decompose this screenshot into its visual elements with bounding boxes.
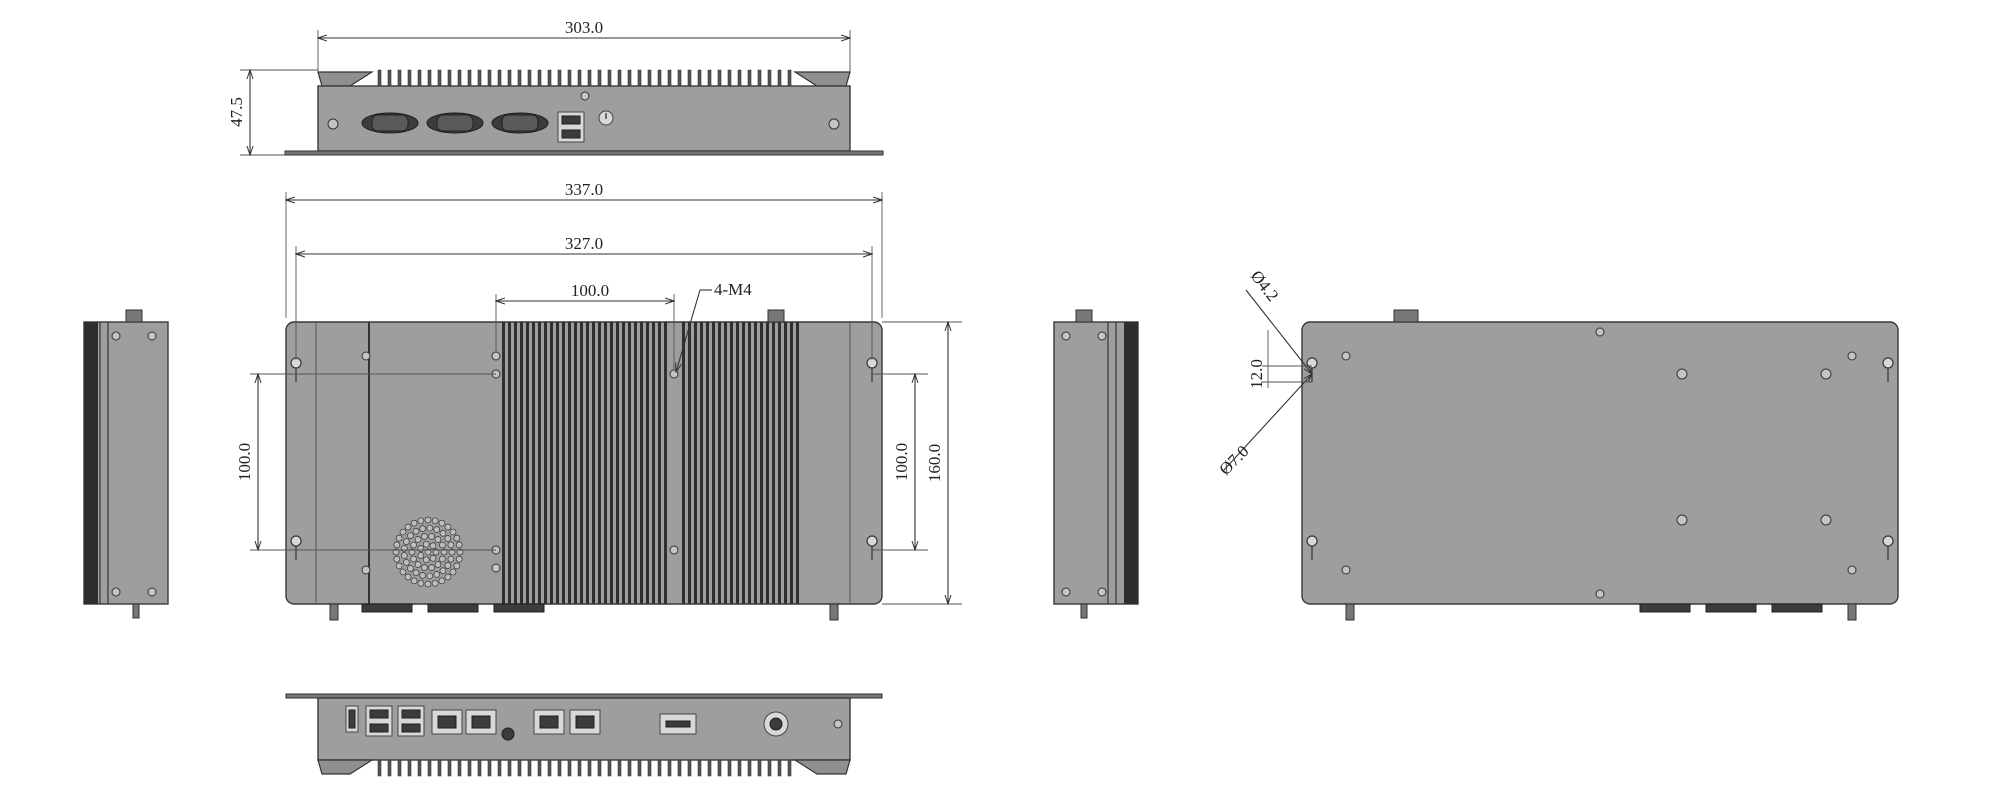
ethernet-port-3 bbox=[533, 709, 565, 735]
dim-hole-large: Ø7.0 bbox=[1215, 442, 1252, 479]
dim-mount-width: 327.0 bbox=[565, 234, 603, 253]
bottom-fins bbox=[377, 759, 792, 777]
front-view: 337.0 327.0 100.0 4-M4 100.0 100.0 160.0 bbox=[235, 180, 962, 621]
dim-overall-width: 337.0 bbox=[565, 180, 603, 199]
dim-top-height: 47.5 bbox=[227, 97, 246, 127]
ethernet-port-4 bbox=[569, 709, 601, 735]
heatsink-fins bbox=[502, 322, 799, 604]
dim-top-width: 303.0 bbox=[565, 18, 603, 37]
dim-screw-spacing: 100.0 bbox=[571, 281, 609, 300]
hdmi-port bbox=[345, 705, 359, 733]
label-screw-spec: 4-M4 bbox=[714, 280, 752, 299]
keyhole-slots bbox=[290, 357, 878, 560]
left-side-view bbox=[83, 309, 169, 619]
dim-hole-spacing: 12.0 bbox=[1247, 359, 1266, 389]
ethernet-port-1 bbox=[431, 709, 463, 735]
bottom-view: Ø4.2 12.0 Ø7.0 bbox=[1215, 267, 1899, 621]
usb-port-group-2 bbox=[397, 705, 425, 737]
top-view: 303.0 47.5 bbox=[227, 18, 884, 155]
dim-hole-small: Ø4.2 bbox=[1247, 267, 1283, 305]
right-side-view bbox=[1053, 309, 1139, 619]
usb-port-stack bbox=[557, 111, 585, 143]
usb-port-group-1 bbox=[365, 705, 393, 737]
serial-port-2 bbox=[426, 112, 484, 134]
power-button-icon bbox=[598, 110, 614, 126]
dc-power-jack bbox=[763, 711, 789, 737]
bottom-chassis bbox=[1301, 321, 1899, 605]
top-fins bbox=[377, 69, 792, 87]
front-io-view bbox=[285, 693, 883, 777]
serial-port-1 bbox=[361, 112, 419, 134]
ethernet-port-2 bbox=[465, 709, 497, 735]
sim-slot bbox=[659, 713, 697, 735]
dim-right-vertical: 100.0 bbox=[892, 443, 911, 481]
vent-grille bbox=[392, 516, 464, 588]
dim-left-vertical: 100.0 bbox=[235, 443, 254, 481]
dim-overall-height: 160.0 bbox=[925, 444, 944, 482]
serial-port-3 bbox=[491, 112, 549, 134]
